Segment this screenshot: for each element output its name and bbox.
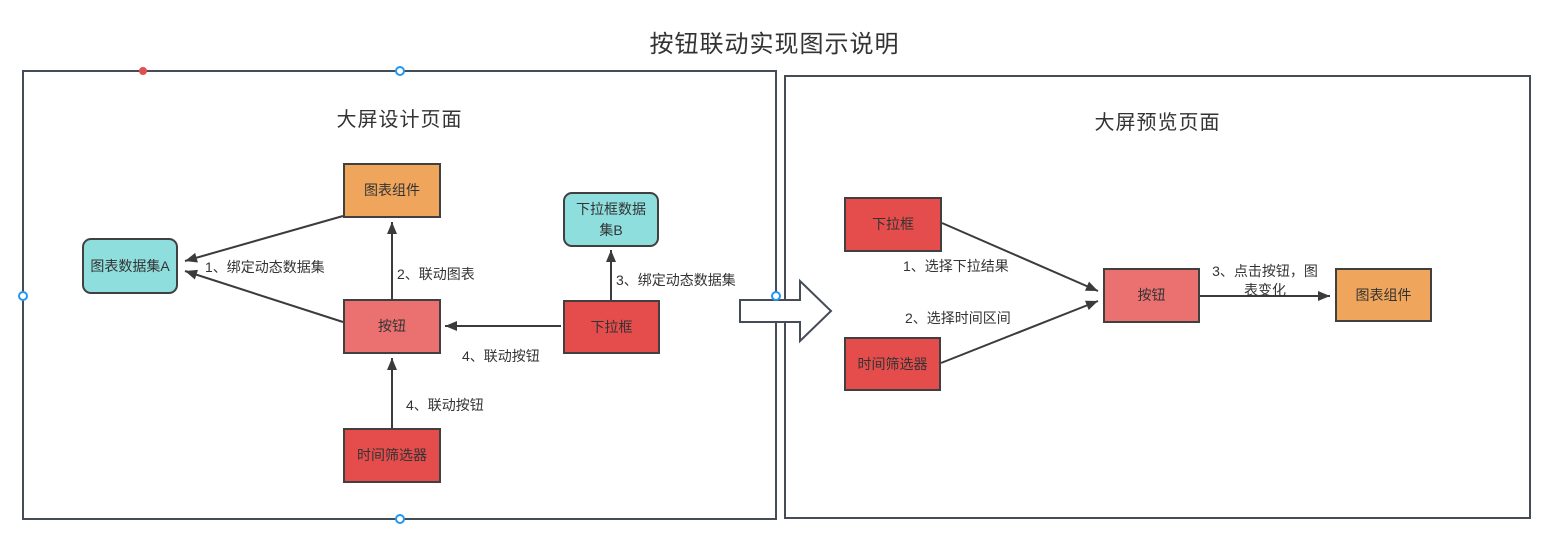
edge-label-step2[interactable]: 2、选择时间区间 [905, 310, 1011, 326]
preview-page-title: 大屏预览页面 [1094, 112, 1221, 134]
node-dropdown-dataset-b[interactable]: 下拉框数据集B [563, 192, 659, 247]
connection-handle-top[interactable] [395, 66, 405, 76]
node-chart-component-label: 图表组件 [364, 182, 420, 199]
page-title: 按钮联动实现图示说明 [649, 31, 900, 58]
node-dropdown[interactable]: 下拉框 [563, 300, 660, 354]
edge-preview-time-filter-to-button[interactable] [940, 300, 1099, 364]
node-preview-chart-component-label: 图表组件 [1355, 286, 1412, 303]
node-chart-component[interactable]: 图表组件 [343, 163, 441, 218]
connection-handle-bottom[interactable] [395, 514, 405, 524]
node-button-label: 按钮 [378, 318, 406, 335]
node-chart-dataset-a-label: 图表数据集A [90, 257, 170, 274]
node-preview-chart-component[interactable]: 图表组件 [1335, 268, 1432, 322]
edge-label-link-button-h[interactable]: 4、联动按钮 [462, 348, 540, 364]
node-preview-dropdown[interactable]: 下拉框 [844, 197, 942, 252]
edge-label-link-button-v[interactable]: 4、联动按钮 [406, 397, 484, 413]
edge-chart-component-to-dataset-a[interactable] [184, 215, 344, 263]
node-chart-dataset-a[interactable]: 图表数据集A [82, 238, 178, 294]
edge-label-bind-dynamic-dataset-b[interactable]: 3、绑定动态数据集 [616, 272, 736, 288]
edge-label-bind-dynamic-dataset[interactable]: 1、绑定动态数据集 [205, 259, 325, 275]
node-preview-button-label: 按钮 [1137, 287, 1166, 304]
node-preview-dropdown-label: 下拉框 [872, 216, 914, 233]
node-dropdown-dataset-b-label: 下拉框数据集B [576, 201, 646, 238]
node-preview-button[interactable]: 按钮 [1103, 268, 1200, 323]
edge-preview-dropdown-to-button[interactable] [941, 222, 1099, 292]
edge-button-to-dataset-a[interactable] [184, 269, 344, 323]
node-preview-time-filter[interactable]: 时间筛选器 [844, 337, 941, 391]
node-button[interactable]: 按钮 [343, 299, 441, 354]
edge-label-step3[interactable]: 3、点击按钮，图表变化 [1212, 263, 1318, 298]
node-dropdown-label: 下拉框 [590, 318, 633, 335]
connection-handle-right[interactable] [771, 291, 781, 301]
edge-label-link-chart[interactable]: 2、联动图表 [397, 266, 475, 282]
design-page-title: 大屏设计页面 [336, 109, 463, 131]
edge-label-step1[interactable]: 1、选择下拉结果 [903, 258, 1009, 274]
endpoint-handle-red[interactable] [139, 67, 147, 75]
connection-handle-left[interactable] [18, 291, 28, 301]
node-preview-time-filter-label: 时间筛选器 [857, 355, 928, 372]
divider-block-arrow[interactable] [739, 278, 833, 344]
node-time-filter-label: 时间筛选器 [357, 447, 427, 464]
node-time-filter[interactable]: 时间筛选器 [343, 428, 441, 483]
